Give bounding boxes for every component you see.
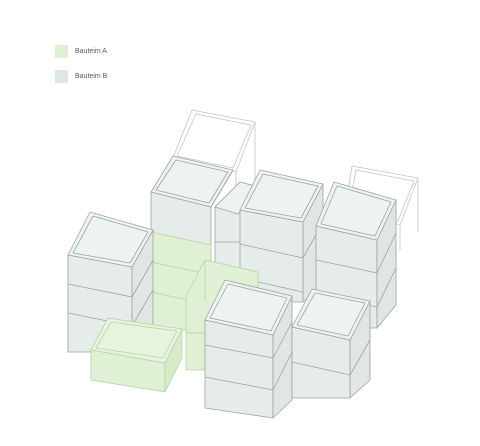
legend-item-bauteil-a: Bauteim A xyxy=(55,44,107,58)
legend-swatch-bauteil-a xyxy=(55,44,68,58)
block-a-front xyxy=(90,317,183,393)
legend: Bauteim A Bauteim B xyxy=(55,44,107,94)
ghost-volume-back xyxy=(172,109,256,200)
legend-label-bauteil-a: Bauteim A xyxy=(75,47,107,55)
legend-item-bauteil-b: Bauteim B xyxy=(55,69,107,83)
legend-label-bauteil-b: Bauteim B xyxy=(75,72,108,80)
block-b-front-center xyxy=(204,279,293,419)
block-b-front-right xyxy=(291,288,371,399)
legend-swatch-bauteil-b xyxy=(55,69,68,83)
